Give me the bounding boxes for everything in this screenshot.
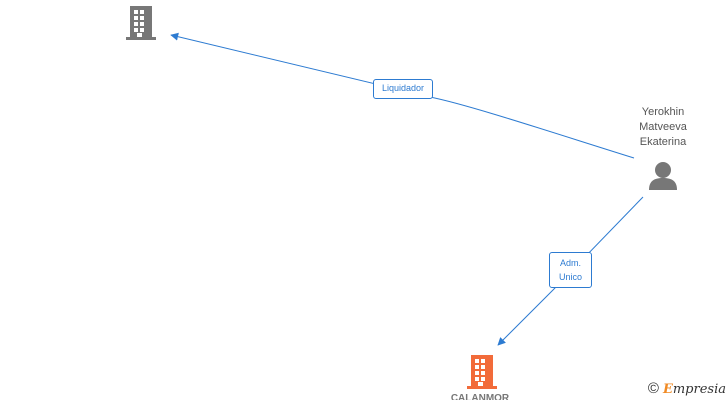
- building-icon[interactable]: [467, 355, 497, 389]
- edge-liquidador-line: [170, 32, 635, 159]
- brand-initial: E: [662, 382, 673, 397]
- empresia-logo: ©Empresia: [648, 380, 726, 397]
- edge-label-adm: Adm.: [559, 258, 581, 268]
- person-name[interactable]: Yerokhin Matveeva Ekaterina: [613, 105, 713, 150]
- copyright-symbol: ©: [647, 380, 659, 397]
- company-name-bottom[interactable]: CALANMOR: [450, 393, 510, 400]
- person-name-line-2: Matveeva: [639, 121, 687, 133]
- edge-label-liquidador: Liquidador: [373, 79, 433, 99]
- building-icon[interactable]: [126, 6, 156, 40]
- edge-label-unico: Unico: [558, 272, 582, 282]
- edge-label-adm-unico: Adm. Unico: [549, 252, 592, 288]
- brand-name: mpresia: [672, 382, 726, 397]
- edge-adm-unico-line: [497, 196, 644, 346]
- person-name-line-3: Ekaterina: [639, 136, 687, 148]
- person-name-line-1: Yerokhin: [641, 106, 685, 118]
- person-icon[interactable]: [649, 162, 677, 190]
